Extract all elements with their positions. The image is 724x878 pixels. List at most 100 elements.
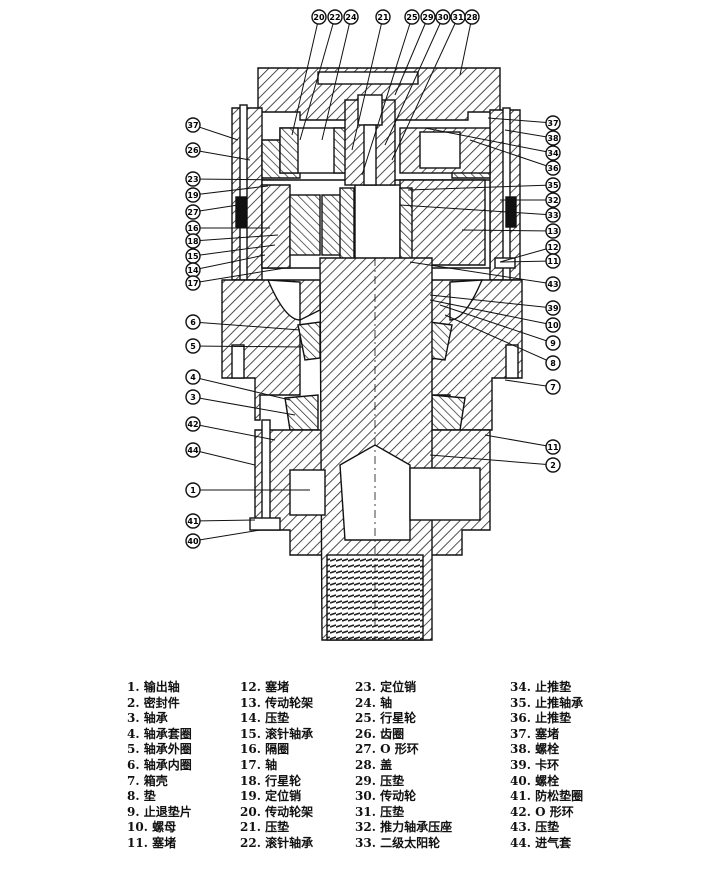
- legend-item-name: 二级太阳轮: [380, 835, 441, 850]
- legend-item-number: 17.: [240, 757, 261, 772]
- legend-item: 44. 进气套: [510, 836, 583, 852]
- callout-44: 44: [185, 442, 256, 466]
- callout-circle: [545, 223, 561, 239]
- legend-item-name: 齿圈: [380, 726, 405, 741]
- callout-label: 37: [187, 121, 198, 130]
- callout-32: 32: [500, 192, 561, 208]
- legend-item-name: 行星轮: [265, 773, 302, 788]
- callout-label: 13: [547, 227, 558, 236]
- callout-label: 43: [547, 280, 558, 289]
- callout-29: 29: [394, 9, 436, 96]
- legend-item: 9. 止退垫片: [127, 805, 192, 821]
- legend-item-number: 15.: [240, 726, 261, 741]
- legend-item: 42. O 形环: [510, 805, 583, 821]
- legend-item-number: 25.: [355, 711, 376, 726]
- legend-item: 3. 轴承: [127, 711, 192, 727]
- callout-circle: [185, 187, 201, 203]
- callout-circle: [185, 233, 201, 249]
- callout-circle: [185, 369, 201, 385]
- leader-line: [429, 299, 554, 326]
- callout-circle: [185, 442, 201, 458]
- legend-item: 36. 止推垫: [510, 711, 583, 727]
- callout-circle: [185, 338, 201, 354]
- callout-label: 28: [466, 13, 478, 22]
- legend-item-name: 压垫: [265, 820, 290, 835]
- callout-30: 30: [384, 9, 451, 146]
- legend-item-number: 20.: [240, 804, 261, 819]
- legend-item: 28. 盖: [355, 758, 452, 774]
- legend-item: 27. O 形环: [355, 742, 452, 758]
- leader-line: [351, 16, 384, 151]
- leader-line: [487, 117, 554, 124]
- leader-line: [499, 260, 554, 263]
- legend-item-name: 防松垫圈: [535, 789, 584, 804]
- legend-item-name: 卡环: [535, 757, 560, 772]
- legend-item: 8. 垫: [127, 789, 192, 805]
- callout-label: 25: [406, 13, 418, 22]
- legend-item-name: 轴承内圈: [143, 757, 192, 772]
- callout-circle: [545, 192, 561, 208]
- legend-item: 21. 压垫: [240, 820, 313, 836]
- callout-label: 6: [190, 318, 196, 327]
- callout-circle: [185, 533, 201, 549]
- callout-13: 13: [461, 223, 561, 239]
- callout-24: 24: [321, 9, 359, 141]
- callout-label: 41: [187, 517, 199, 526]
- callout-11: 11: [499, 253, 561, 269]
- callout-label: 3: [190, 393, 196, 402]
- callout-11: 11: [484, 434, 561, 455]
- legend-item-name: 传动轮架: [265, 695, 314, 710]
- leader-line: [299, 16, 336, 141]
- legend-item-name: 塞堵: [152, 835, 177, 850]
- legend-item: 11. 塞堵: [127, 836, 192, 852]
- legend-item-number: 2.: [127, 695, 140, 710]
- callout-40: 40: [185, 529, 261, 549]
- leader-line: [439, 304, 554, 344]
- callout-41: 41: [185, 513, 256, 529]
- legend-item-name: 盖: [380, 757, 393, 772]
- callout-circle: [545, 457, 561, 473]
- legend-item-name: 密封件: [143, 695, 180, 710]
- legend-item-name: 压垫: [380, 773, 405, 788]
- callout-circle: [311, 9, 327, 25]
- callout-37: 37: [487, 115, 561, 131]
- legend-item: 39. 卡环: [510, 758, 583, 774]
- callout-10: 10: [429, 299, 561, 333]
- legend-item-name: 滚针轴承: [265, 726, 314, 741]
- callout-17: 17: [185, 267, 286, 291]
- callout-circle: [545, 145, 561, 161]
- callout-19: 19: [185, 185, 269, 203]
- legend-item-number: 9.: [127, 804, 140, 819]
- callout-circle: [343, 9, 359, 25]
- callout-label: 8: [550, 359, 556, 368]
- legend-item: 38. 螺栓: [510, 742, 583, 758]
- legend-item: 5. 轴承外圈: [127, 742, 192, 758]
- callout-circle: [327, 9, 343, 25]
- legend-item: 30. 传动轮: [355, 789, 452, 805]
- callout-label: 33: [547, 211, 558, 220]
- callout-28: 28: [459, 9, 480, 76]
- legend-item: 1. 输出轴: [127, 680, 192, 696]
- leader-line: [192, 234, 279, 242]
- legend-item: 19. 定位销: [240, 789, 313, 805]
- legend-item-name: 定位销: [380, 680, 417, 694]
- callout-circle: [545, 160, 561, 176]
- leader-line: [192, 376, 291, 401]
- legend-item-name: 压垫: [535, 820, 560, 835]
- callout-25: 25: [361, 9, 420, 176]
- callout-circle: [545, 439, 561, 455]
- legend-item-number: 31.: [355, 804, 376, 819]
- legend-item-name: 箱壳: [143, 773, 168, 788]
- legend-item-number: 38.: [510, 742, 531, 757]
- callout-circle: [185, 482, 201, 498]
- leader-line: [504, 379, 554, 388]
- legend-item-number: 44.: [510, 835, 531, 850]
- legend-item-name: 推力轴承压座: [380, 820, 453, 835]
- callout-circle: [545, 355, 561, 371]
- leader-line: [504, 129, 554, 139]
- callout-circle: [185, 275, 201, 291]
- callout-label: 24: [345, 13, 357, 22]
- legend-item-name: 行星轮: [380, 711, 417, 726]
- callout-6: 6: [185, 314, 301, 331]
